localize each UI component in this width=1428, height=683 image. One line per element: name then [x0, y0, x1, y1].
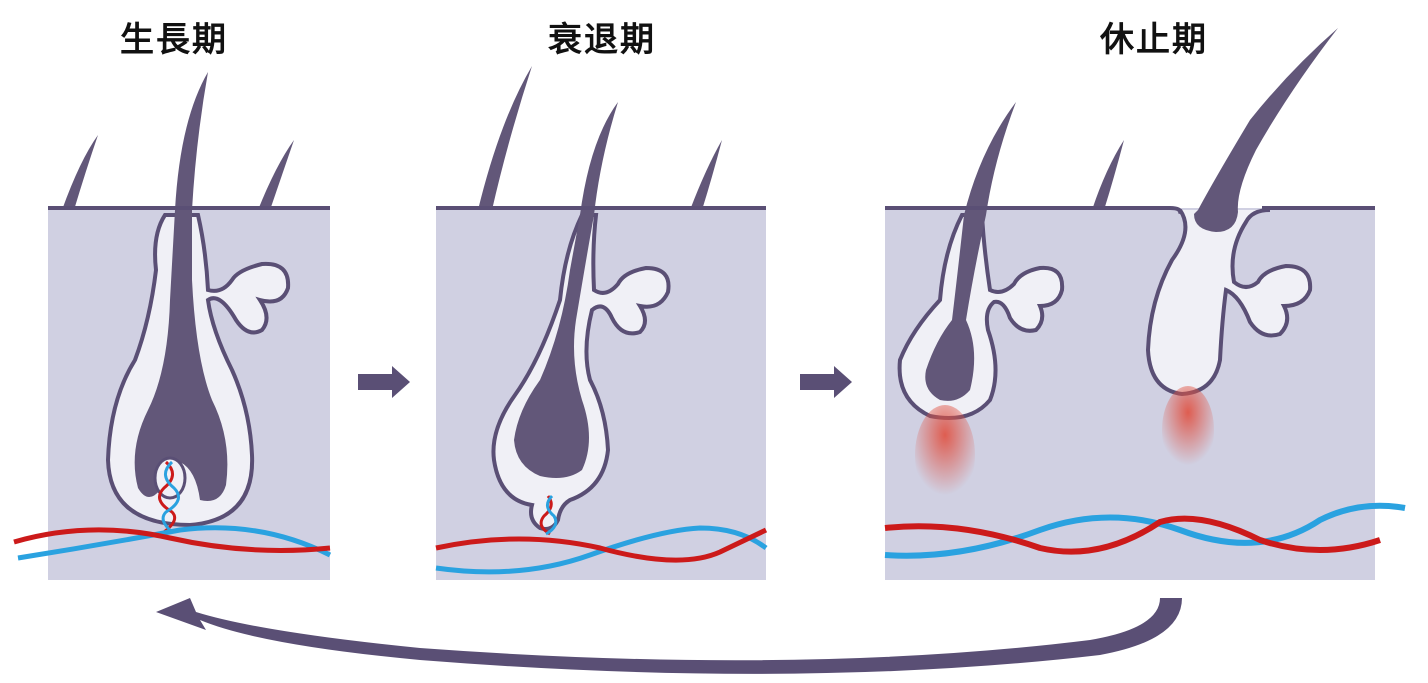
skin-block [436, 208, 766, 580]
short-hair [62, 135, 98, 210]
capillary-red [539, 495, 553, 536]
short-hair [1092, 140, 1124, 210]
stage-title-anagen: 生長期 [120, 20, 228, 60]
follicle-sheath-empty [1145, 208, 1313, 397]
short-hair [690, 140, 722, 210]
cycle-return-arrow [156, 598, 1182, 674]
hair-shaft [134, 72, 228, 501]
panel-catagen [435, 66, 768, 580]
stage-title-telogen: 休止期 [1100, 20, 1208, 60]
artery [435, 527, 768, 563]
skin-surface [885, 206, 1375, 215]
capillary-blue [161, 460, 180, 534]
papilla-glow [1162, 386, 1214, 474]
vein [884, 502, 1406, 559]
shed-hair [1194, 28, 1338, 232]
panel-telogen [884, 28, 1406, 580]
capillary-blue [545, 494, 558, 536]
panel-anagen [13, 72, 332, 580]
arrow-right-icon [800, 366, 852, 398]
stage-title-catagen: 衰退期 [548, 20, 656, 60]
short-hair [258, 140, 294, 210]
capillary-red [158, 460, 177, 534]
papilla-glow [915, 405, 975, 505]
short-hair [478, 66, 532, 210]
artery [884, 515, 1381, 555]
vein [17, 525, 332, 561]
artery [13, 527, 331, 553]
vein [435, 525, 768, 575]
hair-shaft [925, 102, 1016, 401]
arrow-right-icon [358, 366, 410, 398]
hair-shaft [514, 102, 618, 478]
